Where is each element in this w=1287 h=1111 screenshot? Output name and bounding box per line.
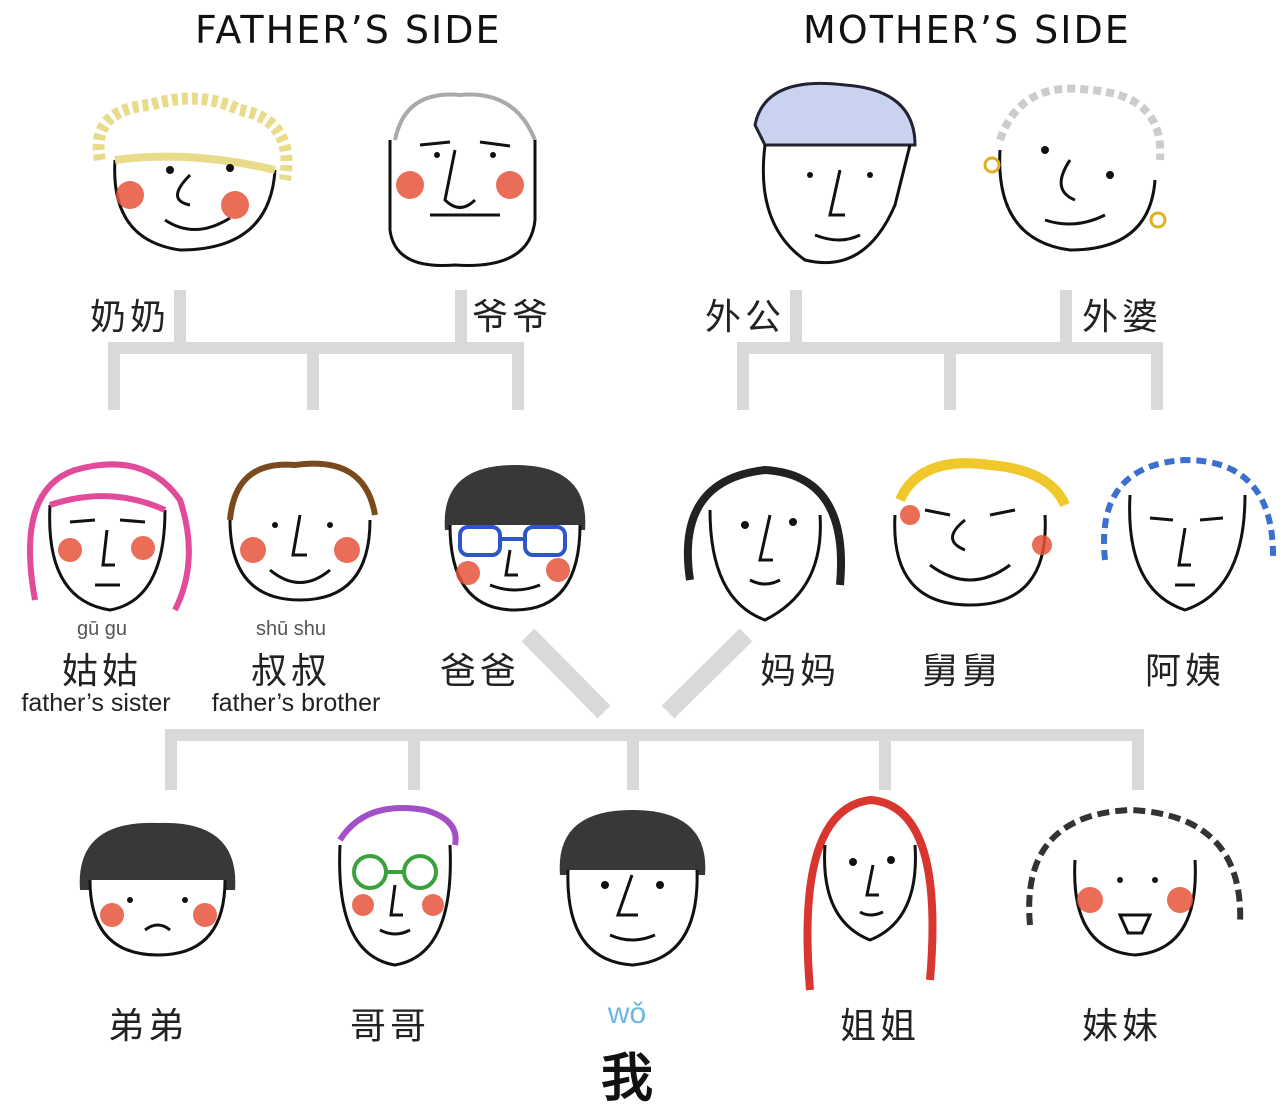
pinyin-wo: wǒ xyxy=(607,997,647,1030)
yeye-portrait xyxy=(365,80,555,280)
label-baba: 爸爸 xyxy=(439,651,521,692)
didi-portrait xyxy=(70,815,245,960)
baba-portrait xyxy=(430,455,600,620)
label-waigong: 外公 xyxy=(704,297,786,338)
connector-mama-diagonal xyxy=(661,628,753,719)
connector-baba-diagonal xyxy=(521,628,611,719)
ayi-portrait xyxy=(1095,450,1280,620)
label-didi: 弟弟 xyxy=(107,1006,189,1047)
waipo-portrait xyxy=(980,80,1180,260)
mama-portrait xyxy=(675,460,855,625)
pinyin-gugu: gū gu xyxy=(76,618,128,640)
english-gugu: father’s sister xyxy=(21,689,171,717)
label-yeye: 爷爷 xyxy=(471,297,553,338)
father-side-heading: FATHER’S SIDE xyxy=(195,8,502,52)
label-gege: 哥哥 xyxy=(349,1006,431,1047)
wo-portrait xyxy=(550,805,715,970)
label-shushu: 叔叔 xyxy=(250,651,332,692)
gege-portrait xyxy=(325,800,465,970)
nainai-portrait xyxy=(70,90,310,270)
english-shushu: father’s brother xyxy=(211,689,381,717)
label-meimei: 妹妹 xyxy=(1081,1006,1163,1047)
mother-side-heading: MOTHER’S SIDE xyxy=(803,8,1131,52)
jiejie-portrait xyxy=(795,790,945,1000)
jiujiu-portrait xyxy=(880,455,1070,615)
pinyin-shushu: shū shu xyxy=(255,618,327,640)
label-waipo: 外婆 xyxy=(1081,297,1163,338)
gugu-portrait xyxy=(15,450,195,620)
label-gugu: 姑姑 xyxy=(61,651,143,692)
meimei-portrait xyxy=(1020,805,1250,960)
shushu-portrait xyxy=(215,450,385,610)
label-wo: 我 xyxy=(600,1048,654,1109)
label-jiejie: 姐姐 xyxy=(839,1006,921,1047)
label-ayi: 阿姨 xyxy=(1144,651,1226,692)
label-jiujiu: 舅舅 xyxy=(921,651,1003,692)
label-mama: 妈妈 xyxy=(759,651,841,692)
label-nainai: 奶奶 xyxy=(89,297,171,338)
waigong-portrait xyxy=(745,75,925,275)
